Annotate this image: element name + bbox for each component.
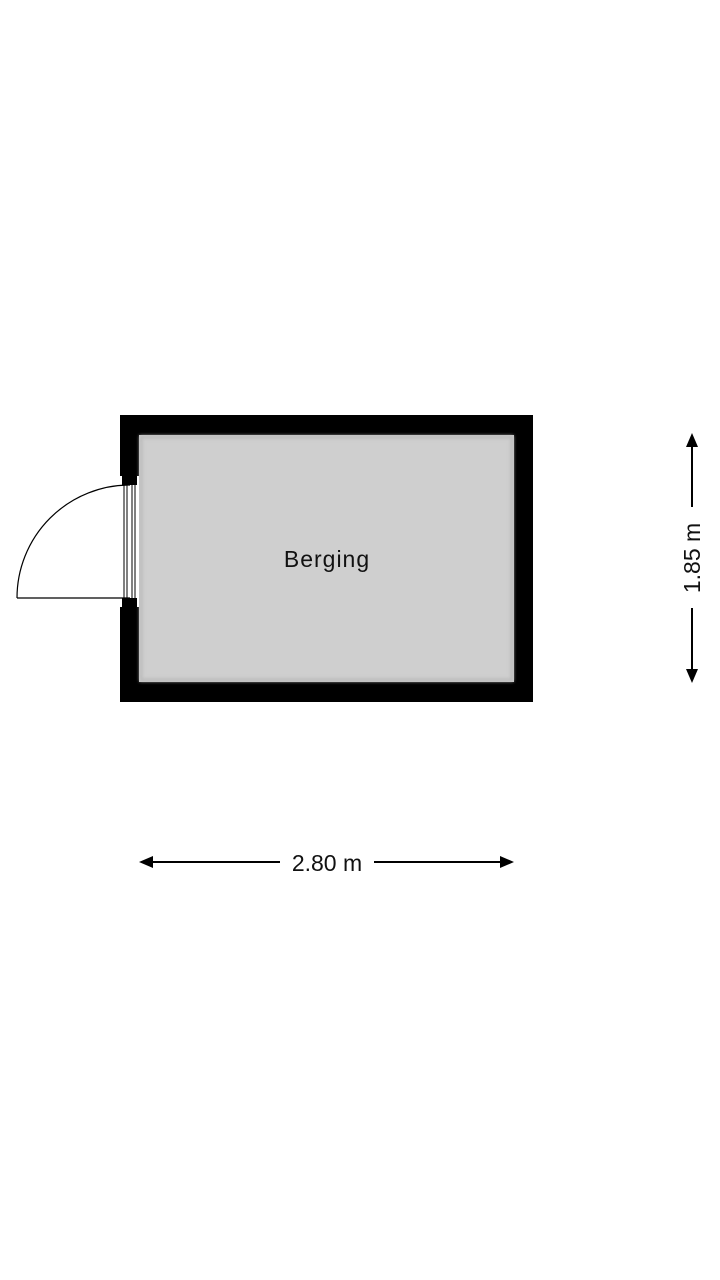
door-swing — [16, 484, 131, 599]
arrow-up-icon — [686, 433, 698, 447]
width-label: 2.80 m — [292, 850, 362, 876]
arrow-down-icon — [686, 669, 698, 683]
door-opening — [120, 476, 139, 607]
width-dimension: 2.80 m — [139, 850, 514, 876]
room-floor — [139, 435, 514, 682]
arrow-left-icon — [139, 856, 153, 868]
door-jamb-bottom — [122, 598, 137, 607]
depth-dimension: 1.85 m — [679, 433, 705, 683]
depth-label: 1.85 m — [679, 523, 705, 593]
door-jamb-top — [122, 476, 137, 485]
floor-shadow — [139, 435, 514, 682]
door-frame — [123, 485, 136, 598]
room-label: Berging — [284, 546, 370, 572]
arrow-right-icon — [500, 856, 514, 868]
